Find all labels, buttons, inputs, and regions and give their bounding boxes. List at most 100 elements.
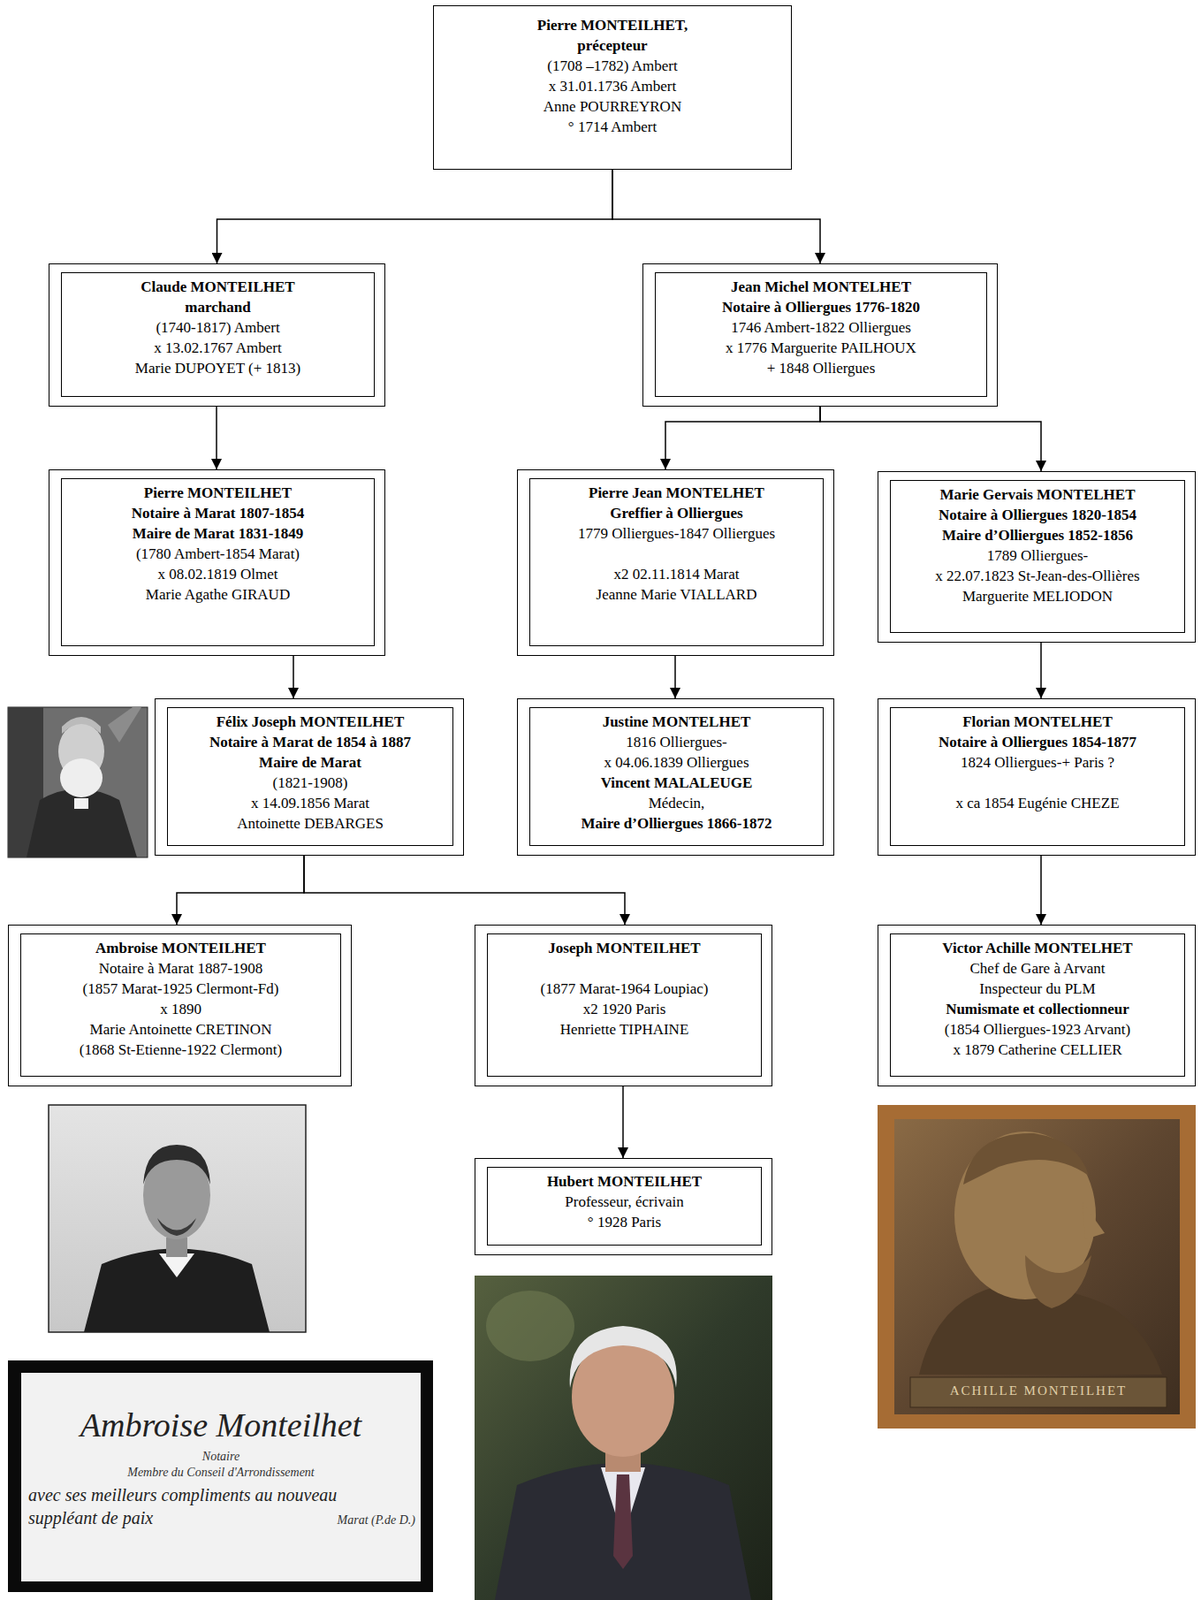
portrait-photo — [474, 1275, 773, 1600]
person-detail: Marie Agathe GIRAUD — [67, 584, 369, 605]
person-name: Hubert MONTEILHET — [493, 1170, 756, 1192]
person-box: Pierre MONTEILHET,précepteur(1708 –1782)… — [433, 5, 792, 170]
person-box: Marie Gervais MONTELHETNotaire à Ollierg… — [877, 471, 1196, 643]
person-detail: Notaire à Marat 1807-1854 — [67, 502, 369, 524]
descent-arrow — [820, 406, 1042, 472]
person-name: Ambroise MONTEILHET — [26, 937, 335, 958]
descent-arrow — [215, 406, 218, 470]
person-name: Pierre MONTEILHET, — [440, 15, 784, 36]
portrait-photo — [7, 706, 148, 858]
person-detail: Notaire à Marat 1887-1908 — [26, 957, 335, 979]
person-detail: Notaire à Marat de 1854 à 1887 — [173, 731, 448, 753]
descent-arrow — [1040, 642, 1042, 699]
person-detail: 1746 Ambert-1822 Olliergues — [661, 317, 981, 338]
person-box: Ambroise MONTEILHETNotaire à Marat 1887-… — [7, 924, 352, 1087]
descent-arrow — [217, 169, 614, 264]
person-detail: (1821-1908) — [173, 772, 448, 793]
person-detail: 1824 Olliergues-+ Paris ? — [896, 752, 1179, 773]
person-name: Marie Gervais MONTELHET — [896, 484, 1179, 505]
person-detail: (1857 Marat-1925 Clermont-Fd) — [26, 978, 335, 999]
person-detail: ° 1714 Ambert — [440, 116, 784, 137]
plaque-inscription: ACHILLE MONTEILHET — [910, 1383, 1167, 1399]
descent-arrow — [1040, 855, 1042, 925]
person-detail: x 1879 Catherine CELLIER — [896, 1039, 1179, 1060]
inner-frame: Claude MONTEILHETmarchand(1740-1817) Amb… — [60, 272, 375, 397]
person-detail: x2 02.11.1814 Marat — [535, 563, 818, 585]
descent-arrow — [292, 655, 295, 699]
person-box: Jean Michel MONTELHETNotaire à Olliergue… — [642, 263, 998, 407]
inner-frame: Félix Joseph MONTEILHETNotaire à Marat d… — [167, 706, 454, 846]
business-card — [7, 1360, 434, 1592]
person-detail: Notaire à Olliergues 1854-1877 — [896, 731, 1179, 753]
person-detail: Marie Antoinette CRETINON — [26, 1018, 335, 1040]
person-detail: Notaire à Olliergues 1776-1820 — [661, 296, 981, 318]
person-detail: (1740-1817) Ambert — [67, 317, 369, 338]
descent-arrow — [622, 1086, 624, 1158]
card-text: suppléant de paix — [28, 1507, 206, 1528]
descent-arrow — [176, 855, 305, 925]
person-detail: + 1848 Olliergues — [661, 357, 981, 379]
person-detail: 1816 Olliergues- — [535, 731, 818, 753]
person-detail: Chef de Gare à Arvant — [896, 957, 1179, 979]
person-detail: Marguerite MELIODON — [896, 585, 1179, 607]
inner-frame: Florian MONTELHETNotaire à Olliergues 18… — [889, 706, 1186, 846]
person-detail: Maire d’Olliergues 1866-1872 — [535, 813, 818, 834]
person-detail: Henriette TIPHAINE — [493, 1018, 756, 1040]
person-box: Florian MONTELHETNotaire à Olliergues 18… — [877, 698, 1196, 856]
person-detail: Numismate et collectionneur — [896, 998, 1179, 1019]
person-detail: marchand — [67, 296, 369, 318]
person-detail: x 04.06.1839 Olliergues — [535, 752, 818, 773]
person-box: Hubert MONTEILHETProfesseur, écrivain° 1… — [474, 1157, 773, 1255]
descent-arrow — [674, 655, 677, 699]
inner-frame: Hubert MONTEILHETProfesseur, écrivain° 1… — [486, 1166, 762, 1246]
person-name: Victor Achille MONTELHET — [896, 937, 1179, 958]
person-detail: Antoinette DEBARGES — [173, 813, 448, 834]
person-detail: x 14.09.1856 Marat — [173, 792, 448, 814]
person-detail: x 1776 Marguerite PAILHOUX — [661, 337, 981, 358]
person-name: Jean Michel MONTELHET — [661, 276, 981, 297]
person-box: Félix Joseph MONTEILHETNotaire à Marat d… — [154, 698, 464, 856]
card-text: Membre du Conseil d'Arrondissement — [26, 1465, 416, 1480]
inner-frame: Jean Michel MONTELHETNotaire à Olliergue… — [654, 272, 988, 397]
person-detail: x 22.07.1823 St-Jean-des-Ollières — [896, 565, 1179, 586]
person-box: Pierre Jean MONTELHETGreffier à Olliergu… — [516, 469, 835, 656]
descent-arrow — [665, 406, 821, 470]
person-detail: Maire d’Olliergues 1852-1856 — [896, 524, 1179, 546]
person-detail: Marie DUPOYET (+ 1813) — [67, 357, 369, 379]
descent-arrow — [304, 855, 625, 925]
person-name: Pierre MONTEILHET — [67, 482, 369, 503]
bronze-plaque — [877, 1104, 1196, 1429]
person-detail: x2 1920 Paris — [493, 998, 756, 1019]
inner-frame: Ambroise MONTEILHETNotaire à Marat 1887-… — [20, 933, 342, 1077]
person-name: Justine MONTELHET — [535, 711, 818, 732]
inner-frame: Marie Gervais MONTELHETNotaire à Ollierg… — [889, 479, 1186, 633]
inner-frame: Pierre MONTEILHET,précepteur(1708 –1782)… — [433, 6, 791, 169]
portrait-photo — [48, 1104, 306, 1332]
inner-frame: Pierre Jean MONTELHETGreffier à Olliergu… — [529, 478, 824, 647]
person-detail: (1877 Marat-1964 Loupiac) — [493, 978, 756, 999]
person-detail: Maire de Marat — [173, 752, 448, 773]
person-box: Joseph MONTEILHET (1877 Marat-1964 Loupia… — [474, 924, 773, 1087]
inner-frame: Justine MONTELHET1816 Olliergues-x 04.06… — [529, 706, 824, 846]
inner-frame: Joseph MONTEILHET (1877 Marat-1964 Loupia… — [486, 933, 762, 1077]
person-name: Joseph MONTEILHET — [493, 937, 756, 958]
person-detail: 1789 Olliergues- — [896, 545, 1179, 566]
inner-frame: Pierre MONTEILHETNotaire à Marat 1807-18… — [60, 478, 375, 647]
person-detail: Jeanne Marie VIALLARD — [535, 584, 818, 605]
person-detail: (1708 –1782) Ambert — [440, 55, 784, 77]
person-detail: x 08.02.1819 Olmet — [67, 563, 369, 585]
card-text: Notaire — [26, 1449, 416, 1464]
card-text: avec ses meilleurs compliments au nouvea… — [28, 1484, 347, 1506]
person-detail: (1868 St-Etienne-1922 Clermont) — [26, 1039, 335, 1060]
person-name: Pierre Jean MONTELHET — [535, 482, 818, 503]
person-box: Victor Achille MONTELHETChef de Gare à A… — [877, 924, 1196, 1087]
person-detail: (1854 Olliergues-1923 Arvant) — [896, 1018, 1179, 1040]
person-detail: (1780 Ambert-1854 Marat) — [67, 543, 369, 564]
person-detail: Maire de Marat 1831-1849 — [67, 523, 369, 544]
person-detail: 1779 Olliergues-1847 Olliergues — [535, 523, 818, 544]
person-detail: précepteur — [440, 35, 784, 56]
person-detail: Anne POURREYRON — [440, 96, 784, 117]
person-detail: Médecin, — [535, 792, 818, 814]
person-box: Justine MONTELHET1816 Olliergues-x 04.06… — [516, 698, 835, 856]
